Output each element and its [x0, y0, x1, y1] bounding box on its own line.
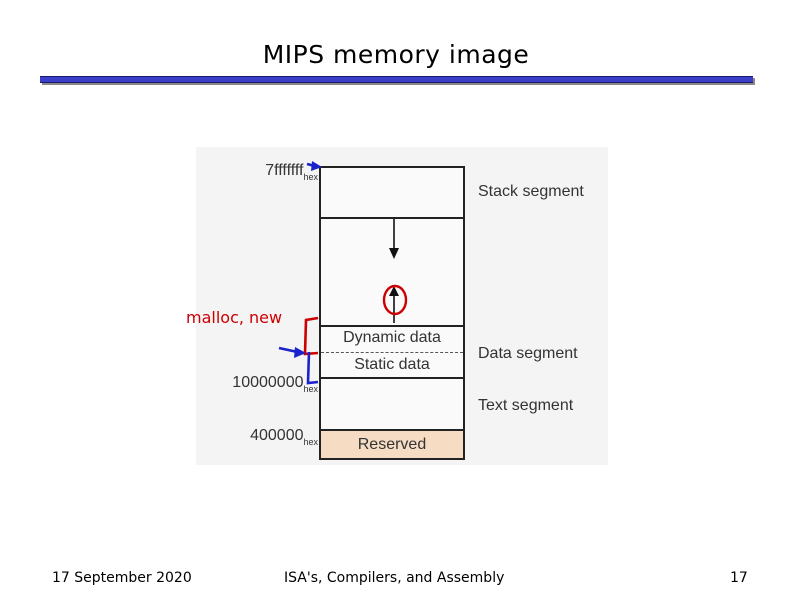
- data-split-dashed-line: [321, 352, 463, 353]
- dynamic-top-divider: [319, 325, 465, 327]
- malloc-annotation: malloc, new: [186, 308, 283, 327]
- data-segment-label: Data segment: [478, 345, 578, 362]
- static-data-label: Static data: [354, 356, 430, 373]
- static-bottom-divider: [319, 377, 465, 379]
- address-text-start: 400000hex: [190, 427, 318, 447]
- address-data-start-sub: hex: [303, 384, 318, 394]
- red-bracket-annotation: [303, 316, 319, 356]
- slide-title: MIPS memory image: [262, 40, 530, 69]
- reserved-label: Reserved: [357, 436, 427, 453]
- blue-bracket-annotation: [306, 351, 319, 385]
- reserved-fill: [321, 431, 463, 458]
- address-text-start-value: 400000: [250, 427, 304, 444]
- footer-date: 17 September 2020: [52, 570, 192, 586]
- page-number: 17: [730, 570, 748, 586]
- title-underline: [40, 76, 753, 83]
- footer-title: ISA's, Compilers, and Assembly: [284, 570, 505, 586]
- address-top-sub: hex: [303, 172, 318, 182]
- address-text-start-sub: hex: [303, 437, 318, 447]
- dynamic-data-label: Dynamic data: [343, 329, 441, 346]
- stack-bottom-divider: [319, 217, 465, 219]
- address-top-value: 7fffffff: [265, 162, 304, 179]
- address-data-start: 10000000hex: [190, 374, 318, 394]
- red-circle-annotation: [382, 284, 408, 316]
- stack-segment-label: Stack segment: [478, 183, 584, 200]
- text-segment-label: Text segment: [478, 397, 574, 414]
- heap-up-arrow: [389, 286, 399, 323]
- address-data-start-value: 10000000: [232, 374, 304, 391]
- blue-arrow-data: [278, 346, 306, 358]
- blue-arrow-top: [306, 161, 322, 171]
- text-bottom-divider: [319, 429, 465, 431]
- address-top: 7fffffffhex: [200, 162, 318, 182]
- stack-down-arrow: [389, 219, 399, 259]
